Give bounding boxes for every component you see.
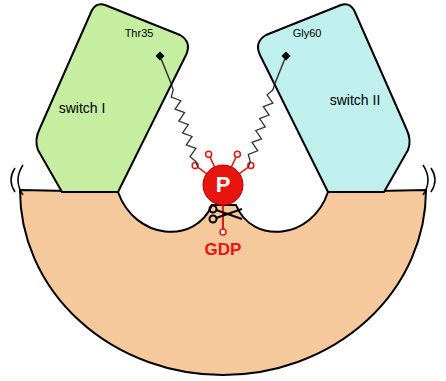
region-label: switch I: [59, 100, 106, 116]
node-outline: [34, 2, 196, 196]
phosphate-shape: [203, 165, 243, 205]
switch-shape: [258, 4, 410, 192]
residue-marker: [282, 52, 291, 61]
bond-line: [239, 167, 248, 173]
bond-end: [234, 151, 240, 157]
phosphate-bond-line: [222, 205, 224, 229]
scissors-handle: [210, 206, 217, 213]
motion-arc: [11, 168, 15, 192]
scissors-blade: [216, 210, 242, 219]
scissors-symbol: [210, 206, 243, 223]
phosphate-label: P: [216, 172, 231, 197]
spring-stub: [160, 56, 171, 84]
motion-arc: [431, 168, 435, 192]
spring-connector: [171, 84, 197, 167]
scissors-handle: [210, 216, 217, 223]
residue-label: Gly60: [293, 27, 322, 40]
switch-region: Thr35 switch I: [34, 2, 196, 196]
motion-arc: [18, 165, 23, 195]
residue-marker: [156, 52, 165, 61]
protein-body: [20, 190, 426, 375]
bond-line: [198, 167, 207, 173]
switch-shape: [36, 4, 188, 192]
spring-stub: [275, 56, 286, 84]
switch-region: Gly60 switch II: [250, 2, 412, 196]
residue-label: Thr35: [125, 27, 154, 40]
bond-line: [210, 157, 215, 167]
molecule-label: GDP: [205, 240, 242, 260]
spring-connector: [248, 84, 274, 167]
bond-end: [206, 151, 212, 157]
motion-arc: [423, 165, 428, 195]
phosphate-circle: P: [202, 164, 244, 206]
scissors-blade: [216, 209, 242, 218]
bond-end: [220, 229, 226, 235]
bond-line: [231, 157, 236, 167]
region-label: switch II: [330, 92, 381, 108]
